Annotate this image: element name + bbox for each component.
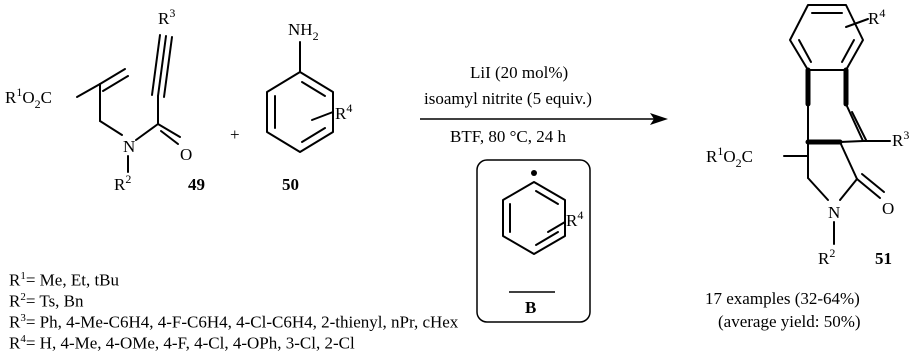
- intermediate-b: R4 B: [476, 159, 591, 323]
- r4-label-51: R4: [868, 6, 885, 28]
- r1-values: = Me, Et, tBu: [25, 270, 120, 290]
- r2-definition: R2= Ts, Bn: [9, 291, 84, 311]
- r4-definition: R4= H, 4-Me, 4-OMe, 4-F, 4-Cl, 4-OPh, 3-…: [9, 333, 355, 353]
- r3-values: = Ph, 4-Me-C6H4, 4-F-C6H4, 4-Cl-C6H4, 2-…: [25, 312, 459, 332]
- compound-label-51: 51: [875, 249, 892, 268]
- carbonyl-o-51: O: [882, 199, 894, 218]
- condition-line-1: LiI (20 mol%): [470, 63, 569, 82]
- r1o2c-label-49: R1O2C: [5, 85, 52, 111]
- compound-label-50: 50: [282, 175, 299, 194]
- reactant-49-structure: R1O2C N R2 O R3 49: [5, 6, 205, 194]
- r2-values: = Ts, Bn: [25, 291, 84, 311]
- r2-label-51: R2: [818, 246, 835, 268]
- condition-line-3: BTF, 80 °C, 24 h: [450, 127, 566, 146]
- r3-definition: R3= Ph, 4-Me-C6H4, 4-F-C6H4, 4-Cl-C6H4, …: [9, 312, 459, 332]
- radical-dot: [531, 170, 537, 176]
- reactant-50-structure: NH2 R4 50: [266, 20, 352, 194]
- nitrogen-49: N: [123, 137, 135, 156]
- average-yield: (average yield: 50%): [718, 312, 861, 331]
- r1-definition: R1= Me, Et, tBu: [9, 270, 120, 290]
- intermediate-b-box: [476, 159, 591, 323]
- r1o2c-label-51: R1O2C: [706, 144, 753, 170]
- r3-label-51: R3: [892, 128, 909, 150]
- intermediate-label-b: B: [525, 298, 536, 317]
- carbonyl-o-49: O: [180, 145, 192, 164]
- r3-label-49: R3: [158, 6, 175, 28]
- condition-line-2: isoamyl nitrite (5 equiv.): [424, 89, 592, 108]
- product-51-structure: R4 R3 O N R2 R1O2C 51: [706, 4, 909, 268]
- r4-label-b: R4: [566, 208, 583, 230]
- plus-sign: +: [230, 125, 240, 144]
- reaction-arrow: [420, 113, 668, 125]
- nh2-label-50: NH2: [288, 20, 319, 43]
- nitrogen-51: N: [828, 203, 840, 222]
- r2-label-49: R2: [114, 172, 131, 194]
- r4-values: = H, 4-Me, 4-OMe, 4-F, 4-Cl, 4-OPh, 3-Cl…: [25, 333, 355, 353]
- r4-label-50: R4: [335, 101, 352, 123]
- examples-count: 17 examples (32-64%): [705, 289, 860, 308]
- compound-label-49: 49: [188, 175, 205, 194]
